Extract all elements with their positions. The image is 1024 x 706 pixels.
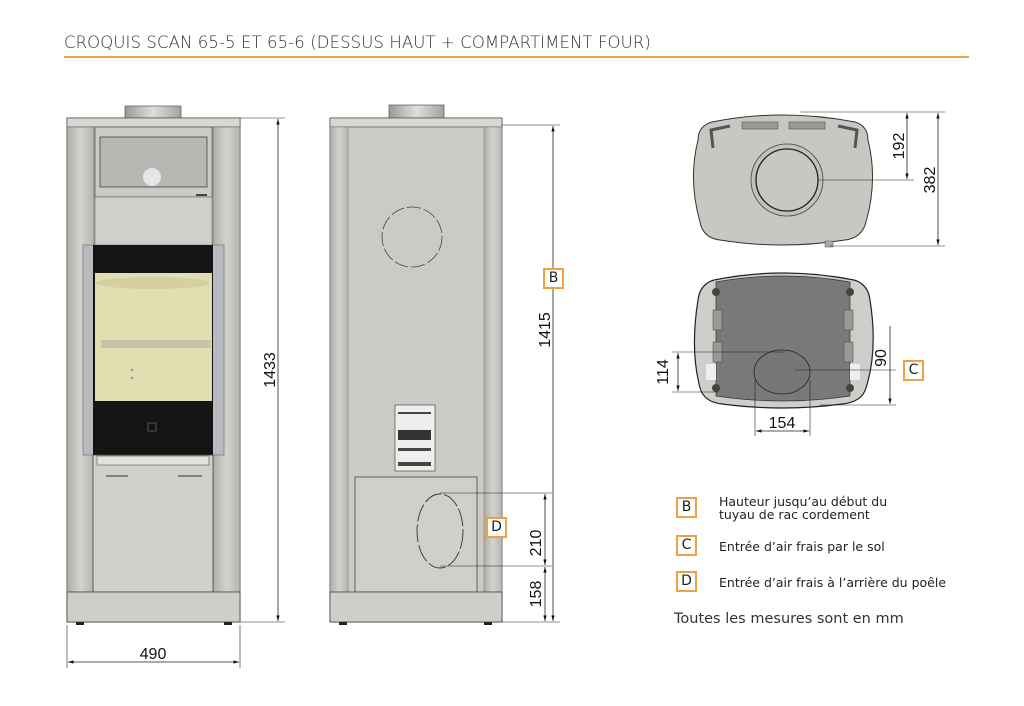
dim-side-flue-height: 1415 [537, 312, 554, 348]
legend-text-c: Entrée d’air frais par le sol [719, 539, 885, 554]
legend-text-d: Entrée d’air frais à l’arrière du poêle [719, 575, 947, 590]
legend-key-c: C [676, 535, 697, 556]
marker-d: D [486, 517, 507, 538]
title-divider [64, 56, 969, 58]
bottom-view [693, 272, 874, 409]
dim-bottom-inlet-width: 154 [769, 415, 796, 432]
marker-c: C [903, 360, 924, 381]
bottom-dimensions: 114 90 154 [655, 326, 896, 436]
legend-b-line1: Hauteur jusqu’au début du [719, 494, 888, 509]
dim-top-flue-offset: 192 [891, 133, 908, 160]
front-dimensions: 1433 490 [66, 117, 285, 668]
legend-b-line2: tuyau de rac cordement [719, 507, 870, 522]
top-dimensions: 192 382 [800, 111, 945, 247]
dim-side-rear-inlet: 210 [528, 530, 545, 557]
dim-bottom-inlet-right: 90 [873, 349, 890, 367]
legend-text-b: Hauteur jusqu’au début du tuyau de rac c… [719, 495, 887, 521]
page-title: CROQUIS SCAN 65-5 ET 65-6 (DESSUS HAUT +… [64, 33, 651, 52]
dim-side-base: 158 [528, 581, 545, 608]
side-view [329, 104, 503, 625]
legend-key-b: B [676, 497, 697, 518]
legend-key-d: D [676, 571, 697, 592]
dim-bottom-inlet-left: 114 [655, 359, 672, 385]
marker-b: B [543, 268, 564, 289]
top-view [693, 114, 873, 248]
front-view [66, 105, 241, 625]
dim-front-width: 490 [140, 646, 167, 663]
units-note: Toutes les mesures sont en mm [674, 611, 904, 627]
side-dimensions: 1415 210 158 [440, 124, 560, 623]
dim-top-depth: 382 [922, 167, 939, 194]
dim-front-height: 1433 [262, 352, 279, 388]
